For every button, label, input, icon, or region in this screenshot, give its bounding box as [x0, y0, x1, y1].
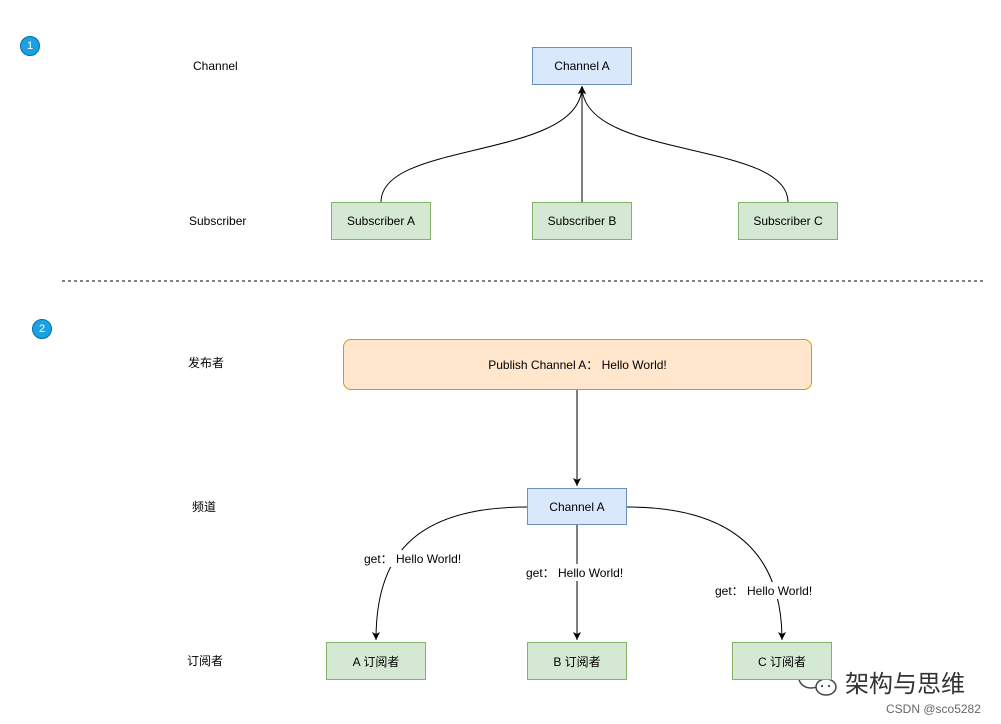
channel-a-node-zh: Channel A	[527, 488, 627, 525]
edge-channel-to-subscriber-a	[372, 506, 528, 641]
row-label-subscriber: Subscriber	[189, 214, 247, 228]
edge-subscriber-a-to-channel	[380, 85, 586, 203]
watermark-csdn: CSDN @sco5282	[886, 702, 981, 716]
edge-channel-to-subscriber-c	[626, 506, 786, 641]
section-2-badge: 2	[32, 319, 52, 339]
edge-label-get-c: get： Hello World!	[715, 582, 813, 599]
section-1-badge: 1	[20, 36, 40, 56]
row-label-publisher: 发布者	[188, 356, 225, 370]
edge-subscriber-c-to-channel	[578, 85, 789, 203]
subscriber-c-node-zh: C 订阅者	[732, 642, 832, 680]
subscriber-a-node-zh: A 订阅者	[326, 642, 426, 680]
subscriber-b-node: Subscriber B	[532, 202, 632, 240]
edge-label-get-b: get： Hello World!	[526, 564, 624, 581]
publish-node: Publish Channel A： Hello World!	[343, 339, 812, 390]
subscriber-a-node: Subscriber A	[331, 202, 431, 240]
row-label-channel-zh: 频道	[192, 500, 217, 514]
channel-a-node: Channel A	[532, 47, 632, 85]
row-label-subscriber-zh: 订阅者	[187, 654, 224, 668]
subscriber-c-node: Subscriber C	[738, 202, 838, 240]
row-label-channel: Channel	[193, 59, 238, 73]
edge-label-get-a: get： Hello World!	[364, 550, 462, 567]
subscriber-b-node-zh: B 订阅者	[527, 642, 627, 680]
watermark-brand: 架构与思维	[845, 671, 965, 698]
